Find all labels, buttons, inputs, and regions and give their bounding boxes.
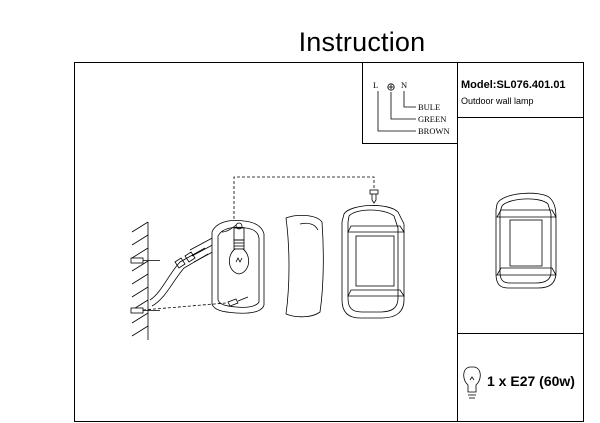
connector-icon: [174, 251, 196, 269]
wall-icon: [131, 221, 149, 340]
diffuser: [285, 214, 324, 318]
terminal-live-label: L: [373, 80, 379, 90]
terminal-neutral-label: N: [401, 80, 408, 90]
model-number: Model:SL076.401.01: [461, 79, 566, 91]
lamp-side-view: [495, 192, 557, 289]
assembly-line-screw: [142, 302, 227, 311]
divider-bottom: [457, 333, 584, 334]
wiring-box: [362, 62, 458, 144]
page-title: Instruction: [298, 27, 426, 57]
bulb-spec: 1 x E27 (60w): [487, 373, 575, 389]
screw-icon: [227, 296, 249, 307]
wire-label-blue: BULE: [418, 102, 441, 112]
top-screw-icon: [369, 189, 379, 204]
assembly-line-top: [233, 176, 375, 219]
divider-vertical: [457, 62, 458, 422]
wall-screw-icon: [130, 257, 160, 314]
product-subtitle: Outdoor wall lamp: [461, 96, 534, 106]
wire-label-brown: BROWN: [418, 126, 450, 136]
wiring-leaders: [377, 83, 416, 132]
ground-icon: [387, 83, 395, 91]
divider-top: [457, 117, 584, 118]
power-cable: [149, 247, 206, 301]
diagram-frame: [74, 62, 584, 422]
lamp-cover: [341, 205, 405, 319]
bulb-icon: [229, 239, 249, 275]
wire-label-green: GREEN: [418, 114, 447, 124]
bulb-spec-icon: [463, 366, 481, 399]
